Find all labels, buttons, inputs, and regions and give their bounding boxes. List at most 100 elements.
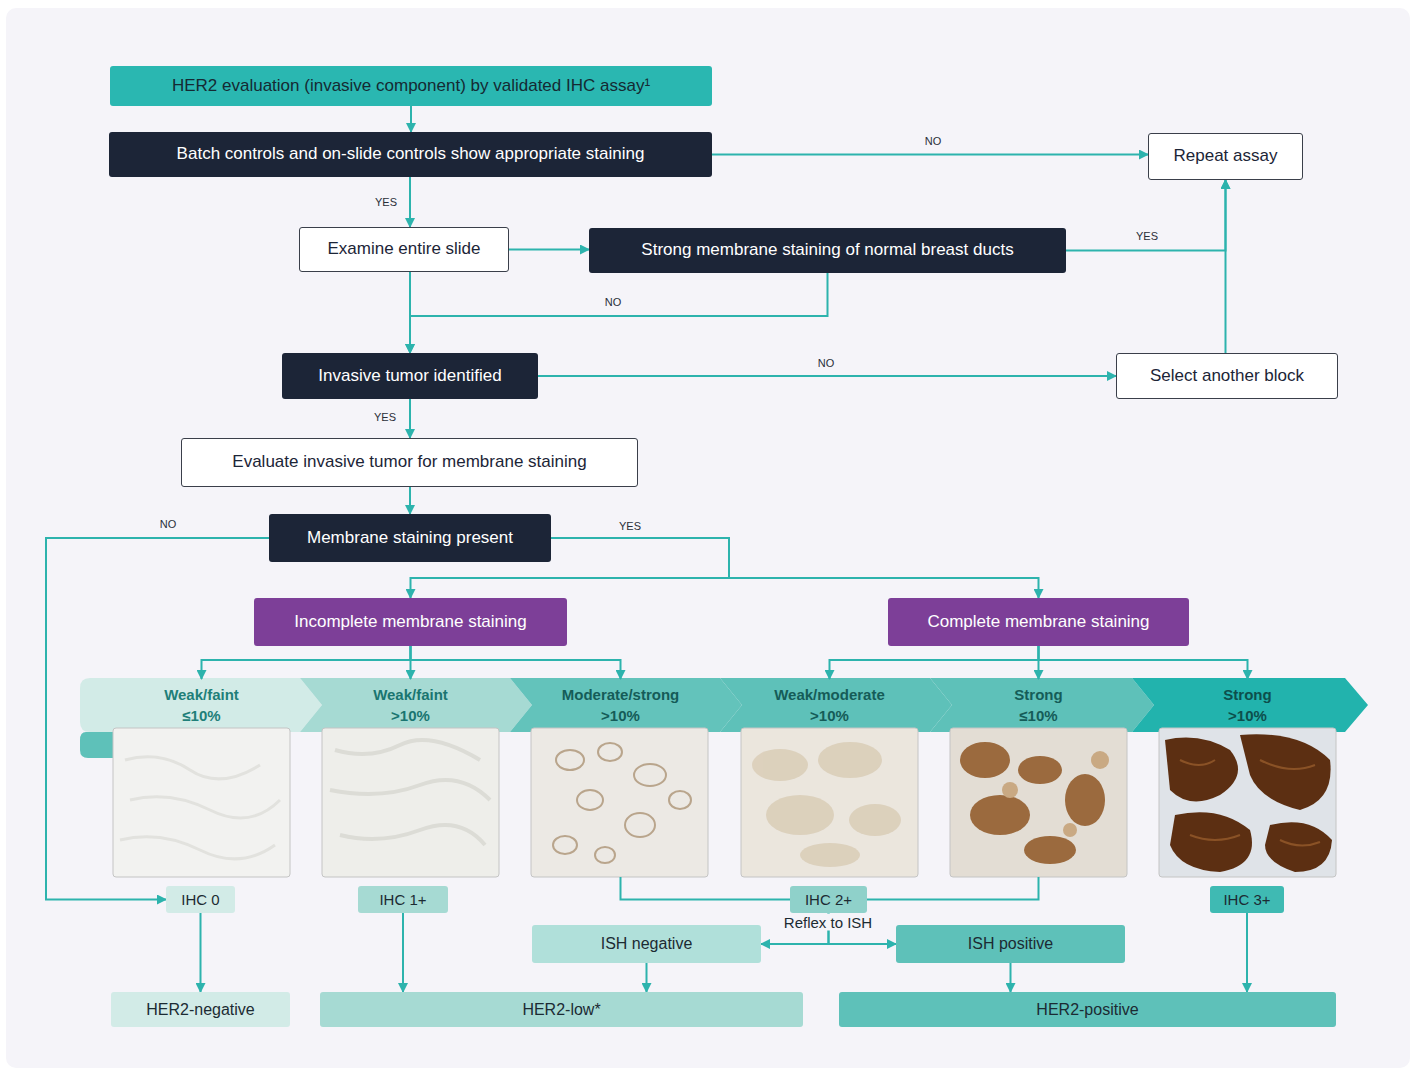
decision-box: Membrane staining present bbox=[269, 514, 551, 562]
process-box: Evaluate invasive tumor for membrane sta… bbox=[181, 438, 638, 487]
category-text: Weak/faint bbox=[164, 684, 239, 705]
staining-category: Weak/faint≤10% bbox=[113, 679, 290, 877]
staining-type-box: Complete membrane staining bbox=[888, 598, 1189, 646]
process-box: Repeat assay bbox=[1148, 133, 1303, 180]
flow-connector bbox=[410, 106, 412, 132]
flow-connector bbox=[509, 249, 589, 251]
box-text: IHC 0 bbox=[181, 891, 219, 909]
flow-connector bbox=[409, 487, 411, 514]
staining-category: Strong>10% bbox=[1159, 679, 1336, 877]
staining-category: Moderate/strong>10% bbox=[532, 679, 709, 877]
micrograph bbox=[1159, 728, 1336, 877]
edge-label: NO bbox=[818, 357, 835, 369]
box-text: IHC 2+ bbox=[805, 891, 852, 909]
box-text: HER2-positive bbox=[1036, 1000, 1138, 1019]
edge-label: YES bbox=[375, 196, 397, 208]
band-fold bbox=[80, 732, 113, 758]
status-box: HER2-negative bbox=[111, 992, 290, 1027]
score-box: IHC 3+ bbox=[1210, 886, 1284, 913]
box-text: Select another block bbox=[1150, 366, 1304, 386]
micrograph bbox=[741, 728, 918, 877]
decision-box: Strong membrane staining of normal breas… bbox=[589, 228, 1066, 273]
edge-label: YES bbox=[374, 411, 396, 423]
box-text: Batch controls and on-slide controls sho… bbox=[177, 144, 645, 164]
flow-connector bbox=[712, 154, 1148, 156]
micrograph bbox=[531, 728, 708, 877]
flow-connector bbox=[830, 646, 1039, 679]
box-text: Incomplete membrane staining bbox=[294, 612, 526, 632]
box-text: Complete membrane staining bbox=[927, 612, 1149, 632]
flow-connector bbox=[46, 538, 269, 900]
category-text: Moderate/strong bbox=[562, 684, 680, 705]
box-text: Examine entire slide bbox=[327, 239, 480, 259]
box-text: IHC 3+ bbox=[1223, 891, 1270, 909]
edge-label: NO bbox=[605, 296, 622, 308]
flow-connector bbox=[867, 877, 1039, 900]
status-box: HER2-positive bbox=[839, 992, 1336, 1027]
category-text: Strong bbox=[1014, 684, 1062, 705]
category-text: >10% bbox=[810, 705, 849, 726]
box-text: IHC 1+ bbox=[379, 891, 426, 909]
flow-connector bbox=[200, 913, 202, 992]
flow-connector bbox=[409, 177, 411, 227]
flow-connector bbox=[646, 963, 648, 992]
box-text: ISH positive bbox=[968, 934, 1053, 953]
ish-result-box: ISH negative bbox=[532, 925, 761, 963]
flow-connector bbox=[1039, 646, 1248, 679]
category-text: >10% bbox=[391, 705, 430, 726]
edge-label: NO bbox=[160, 518, 177, 530]
category-text: Strong bbox=[1223, 684, 1271, 705]
score-box: IHC 2+ bbox=[790, 886, 867, 913]
flow-connector bbox=[1246, 913, 1248, 992]
process-box: Examine entire slide bbox=[299, 227, 509, 272]
flow-connector bbox=[551, 538, 1039, 598]
edge-label: NO bbox=[925, 135, 942, 147]
staining-category: Strong≤10% bbox=[950, 679, 1127, 877]
process-box: Select another block bbox=[1116, 353, 1338, 399]
band-segment bbox=[720, 678, 952, 732]
flow-connector bbox=[1066, 180, 1226, 251]
score-box: IHC 1+ bbox=[358, 886, 448, 913]
micrograph bbox=[322, 728, 499, 877]
staining-category: Weak/moderate>10% bbox=[741, 679, 918, 877]
flow-connector bbox=[409, 272, 411, 353]
flow-connector bbox=[402, 913, 404, 992]
status-box: HER2-low* bbox=[320, 992, 803, 1027]
score-box: IHC 0 bbox=[166, 886, 235, 913]
box-text: HER2-low* bbox=[522, 1000, 600, 1019]
decision-box: Invasive tumor identified bbox=[282, 353, 538, 399]
box-text: HER2-negative bbox=[146, 1000, 255, 1019]
decision-box: Batch controls and on-slide controls sho… bbox=[109, 132, 712, 177]
box-text: Strong membrane staining of normal breas… bbox=[641, 240, 1013, 260]
ish-result-box: ISH positive bbox=[896, 925, 1125, 963]
flow-connector bbox=[410, 273, 828, 353]
category-text: ≤10% bbox=[1019, 705, 1057, 726]
band-segment bbox=[80, 678, 322, 732]
band-segment bbox=[300, 678, 532, 732]
staining-category: Weak/faint>10% bbox=[322, 679, 499, 877]
category-text: Weak/faint bbox=[373, 684, 448, 705]
box-text: Invasive tumor identified bbox=[318, 366, 501, 386]
box-text: ISH negative bbox=[601, 934, 693, 953]
edge-label: YES bbox=[619, 520, 641, 532]
flow-connector bbox=[621, 877, 791, 900]
category-text: >10% bbox=[601, 705, 640, 726]
flow-connector bbox=[409, 399, 411, 438]
flow-connector bbox=[761, 913, 829, 944]
band-segment bbox=[510, 678, 742, 732]
flow-connector bbox=[411, 646, 621, 679]
flow-connector bbox=[202, 646, 411, 679]
flow-connector bbox=[1225, 180, 1227, 353]
category-text: >10% bbox=[1228, 705, 1267, 726]
box-text: Repeat assay bbox=[1174, 146, 1278, 166]
micrograph bbox=[950, 728, 1127, 877]
staining-type-box: Incomplete membrane staining bbox=[254, 598, 567, 646]
box-text: Evaluate invasive tumor for membrane sta… bbox=[232, 452, 586, 472]
flow-connector bbox=[538, 375, 1116, 377]
edge-label: YES bbox=[1136, 230, 1158, 242]
box-text: HER2 evaluation (invasive component) by … bbox=[172, 76, 650, 96]
category-text: ≤10% bbox=[182, 705, 220, 726]
micrograph bbox=[113, 728, 290, 877]
band-segment bbox=[1132, 678, 1368, 732]
flow-connector bbox=[829, 913, 897, 944]
